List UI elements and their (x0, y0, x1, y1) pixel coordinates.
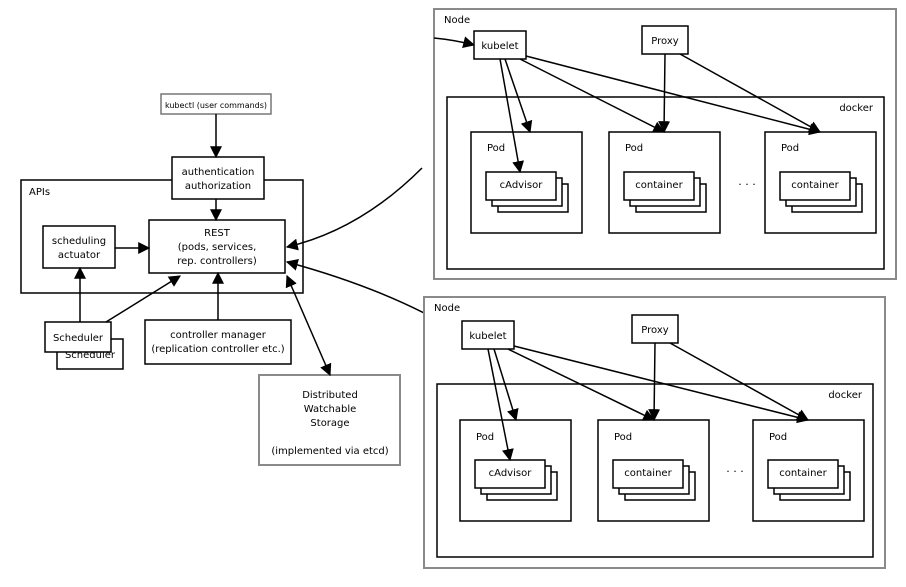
svg-text:Proxy: Proxy (651, 36, 678, 47)
kubectl-box: kubectl (user commands) (160, 93, 272, 115)
node-2-cadvisor: cAdvisor (489, 468, 533, 479)
node-2-pod-1: Pod cAdvisor (459, 419, 572, 522)
node-2-edge-proxy-pod2 (648, 342, 661, 422)
svg-text:kubelet: kubelet (481, 41, 518, 52)
rest-line1: REST (204, 228, 231, 239)
node-2: Node kubelet Proxy docker Pod cAdvisor P… (423, 296, 886, 569)
edge-node1-rest (285, 167, 423, 251)
auth-line1: authentication (182, 167, 255, 178)
controller-manager-box: controller manager (replication controll… (144, 319, 292, 365)
node-2-label: Node (434, 303, 460, 314)
scheduling-actuator-line1: scheduling (52, 236, 106, 247)
storage-line1: Distributed (302, 390, 358, 401)
node-1-edge-proxy-pod2 (658, 53, 671, 134)
scheduling-actuator-line2: actuator (58, 250, 101, 261)
rest-line2: (pods, services, (178, 242, 257, 253)
scheduler-back-label: Scheduler (65, 350, 116, 361)
node-1-edge-kubelet-cadvisor (499, 58, 525, 174)
edge-rest-storage (285, 274, 332, 377)
node-1: Node kubelet Proxy docker Pod cAdvisor P… (433, 8, 897, 280)
node-1-container-b: container (791, 180, 839, 191)
node-1-edge-kubelet-pod2 (519, 58, 666, 133)
node-1-kubelet: kubelet (473, 30, 527, 60)
node-2-kubelet: kubelet (461, 320, 515, 350)
svg-text:Pod: Pod (476, 432, 494, 443)
svg-text:Pod: Pod (614, 432, 632, 443)
node-1-pod-1: Pod cAdvisor (470, 131, 583, 234)
node-1-container-a: container (635, 180, 683, 191)
apis-label: APIs (29, 187, 50, 198)
node-1-proxy: Proxy (641, 25, 689, 55)
node-1-kubelet-input (433, 36, 476, 49)
svg-text:Pod: Pod (781, 143, 799, 154)
node-1-ellipsis: . . . (738, 175, 755, 188)
storage-line4: (implemented via etcd) (271, 446, 388, 457)
node-1-label: Node (444, 15, 470, 26)
controller-manager-line1: controller manager (170, 330, 267, 341)
node-2-container-a: container (624, 468, 672, 479)
node-2-edge-kubelet-pod3 (513, 345, 810, 424)
node-1-cadvisor: cAdvisor (500, 180, 544, 191)
node-2-edge-kubelet-pod2 (507, 348, 656, 421)
node-2-proxy: Proxy (631, 314, 679, 344)
node-2-pod-3: Pod container (752, 419, 865, 522)
svg-text:Proxy: Proxy (641, 325, 668, 336)
scheduler-front-label: Scheduler (53, 333, 104, 344)
storage-line2: Watchable (304, 404, 357, 415)
node-2-pod-2: Pod container (597, 419, 710, 522)
edge-scheduler-rest (105, 275, 182, 323)
controller-manager-line2: (replication controller etc.) (151, 344, 284, 355)
svg-text:Pod: Pod (769, 432, 787, 443)
node-1-pod-3: Pod container (764, 131, 877, 234)
storage-box: Distributed Watchable Storage (implement… (258, 374, 401, 466)
svg-text:docker: docker (839, 103, 874, 114)
node-2-container-b: container (779, 468, 827, 479)
node-1-pod-2: Pod container (608, 131, 721, 234)
storage-line3: Storage (310, 418, 349, 429)
svg-text:Pod: Pod (487, 143, 505, 154)
svg-text:Pod: Pod (625, 143, 643, 154)
scheduler-stack: Scheduler Scheduler (44, 321, 124, 370)
auth-line2: authorization (185, 181, 251, 192)
svg-text:kubelet: kubelet (469, 331, 506, 342)
rest-line3: rep. controllers) (177, 256, 257, 267)
scheduling-actuator-box: scheduling actuator (42, 225, 116, 269)
node-1-edge-kubelet-pod1 (504, 58, 533, 134)
kubectl-label: kubectl (user commands) (165, 101, 267, 110)
svg-text:docker: docker (828, 390, 863, 401)
node-1-edge-proxy-pod3 (679, 53, 822, 133)
node-2-edge-proxy-pod3 (669, 342, 810, 421)
node-2-edge-kubelet-cadvisor (487, 348, 514, 462)
node-2-edge-kubelet-pod1 (493, 348, 519, 422)
auth-box: authentication authorization (171, 156, 265, 200)
node-2-ellipsis: . . . (726, 462, 743, 475)
rest-box: REST (pods, services, rep. controllers) (148, 219, 286, 274)
node-1-edge-kubelet-pod3 (525, 55, 822, 136)
